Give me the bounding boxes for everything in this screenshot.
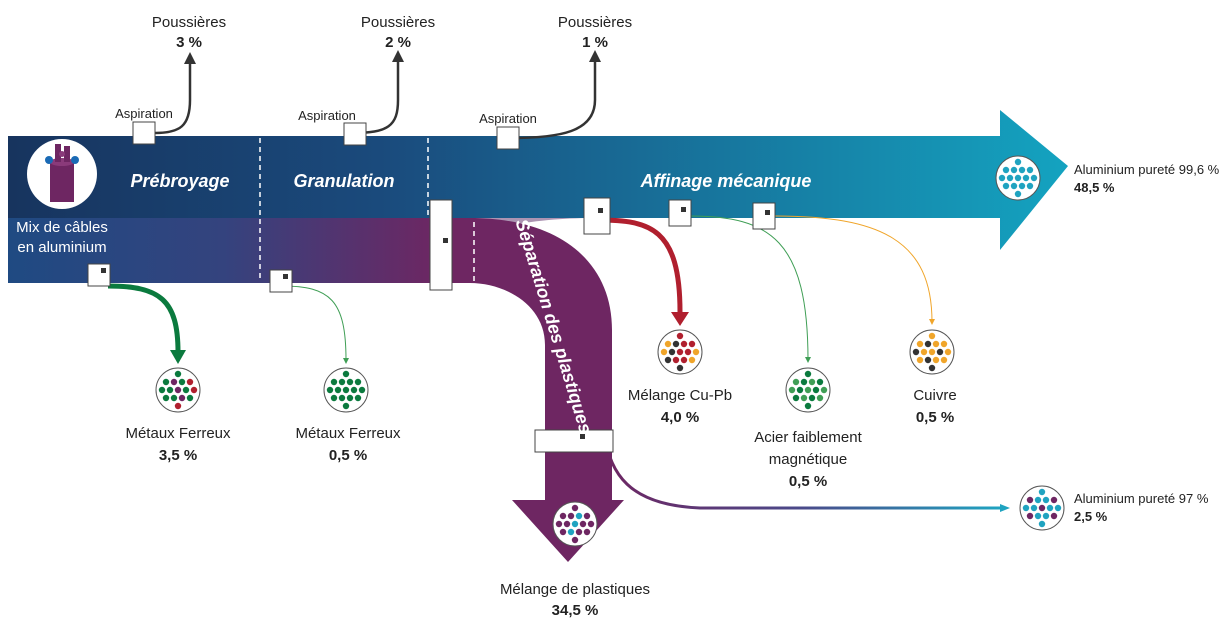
dust-flows xyxy=(154,60,597,140)
separator-icon xyxy=(429,199,453,291)
dust-output-label: Poussières xyxy=(361,14,435,31)
dust-output-value: 3 % xyxy=(176,34,202,51)
branch-steel xyxy=(689,215,811,363)
plastic-flow xyxy=(440,218,624,562)
dust-output-label: Poussières xyxy=(558,14,632,31)
copper-lead-particles-icon xyxy=(657,329,703,375)
separator-icon xyxy=(87,263,111,287)
output-value-alu996: 48,5 % xyxy=(1074,180,1115,195)
aluminium-particles-icon xyxy=(1019,485,1065,531)
output-value-copper: 0,5 % xyxy=(916,409,954,426)
output-label-steel-line1: Acier faiblement xyxy=(754,429,862,446)
output-value-alu97: 2,5 % xyxy=(1074,509,1108,524)
separator-icon xyxy=(583,197,611,235)
main-flow xyxy=(8,110,1068,283)
dust-arrowheads xyxy=(184,50,601,64)
output-value-ferrous1: 3,5 % xyxy=(159,447,197,464)
output-label-plastics: Mélange de plastiques xyxy=(500,581,650,598)
ferrous-metal-particles-icon xyxy=(155,367,201,413)
particle-icons xyxy=(155,155,1065,547)
ferrous-metal-particles-icon xyxy=(323,367,369,413)
separator-icon xyxy=(752,202,776,230)
aspiration-label: Aspiration xyxy=(298,108,356,123)
aspiration-label: Aspiration xyxy=(115,106,173,121)
separator-boxes xyxy=(87,197,776,453)
branch-cupb xyxy=(597,217,689,326)
aspiration-label: Aspiration xyxy=(479,111,537,126)
aspiration-boxes xyxy=(132,121,520,150)
steel-particles-icon xyxy=(785,367,831,413)
branch-ferrous1 xyxy=(107,283,186,364)
output-label-steel-line2: magnétique xyxy=(769,451,847,468)
branch-ferrous2 xyxy=(281,285,349,364)
dust-output-label: Poussières xyxy=(152,14,226,31)
output-label-cupb: Mélange Cu-Pb xyxy=(628,387,732,404)
output-value-plastics: 34,5 % xyxy=(552,602,599,619)
stage-dividers xyxy=(259,138,475,282)
aluminium-cable-icon xyxy=(27,139,97,209)
separator-icon xyxy=(534,429,614,453)
output-label-copper: Cuivre xyxy=(913,387,956,404)
input-label-line2: en aluminium xyxy=(17,239,106,256)
branch-copper xyxy=(774,215,935,325)
dust-output-value: 2 % xyxy=(385,34,411,51)
plastic-particles-icon xyxy=(552,501,598,547)
output-label-ferrous2: Métaux Ferreux xyxy=(295,425,401,442)
output-label-alu97: Aluminium pureté 97 % xyxy=(1074,491,1209,506)
stage-label-prebroyage: Prébroyage xyxy=(130,171,229,191)
stage-label-affinage: Affinage mécanique xyxy=(640,171,812,191)
separator-icon xyxy=(668,199,692,227)
aluminium-particles-icon xyxy=(995,155,1041,201)
output-value-steel: 0,5 % xyxy=(789,473,827,490)
dust-output-value: 1 % xyxy=(582,34,608,51)
separator-icon xyxy=(269,269,293,293)
output-value-cupb: 4,0 % xyxy=(661,409,699,426)
output-value-ferrous2: 0,5 % xyxy=(329,447,367,464)
output-label-alu996: Aluminium pureté 99,6 % xyxy=(1074,162,1220,177)
copper-particles-icon xyxy=(909,329,955,375)
output-label-ferrous1: Métaux Ferreux xyxy=(125,425,231,442)
input-label-line1: Mix de câbles xyxy=(16,219,108,236)
stage-label-granulation: Granulation xyxy=(293,171,394,191)
